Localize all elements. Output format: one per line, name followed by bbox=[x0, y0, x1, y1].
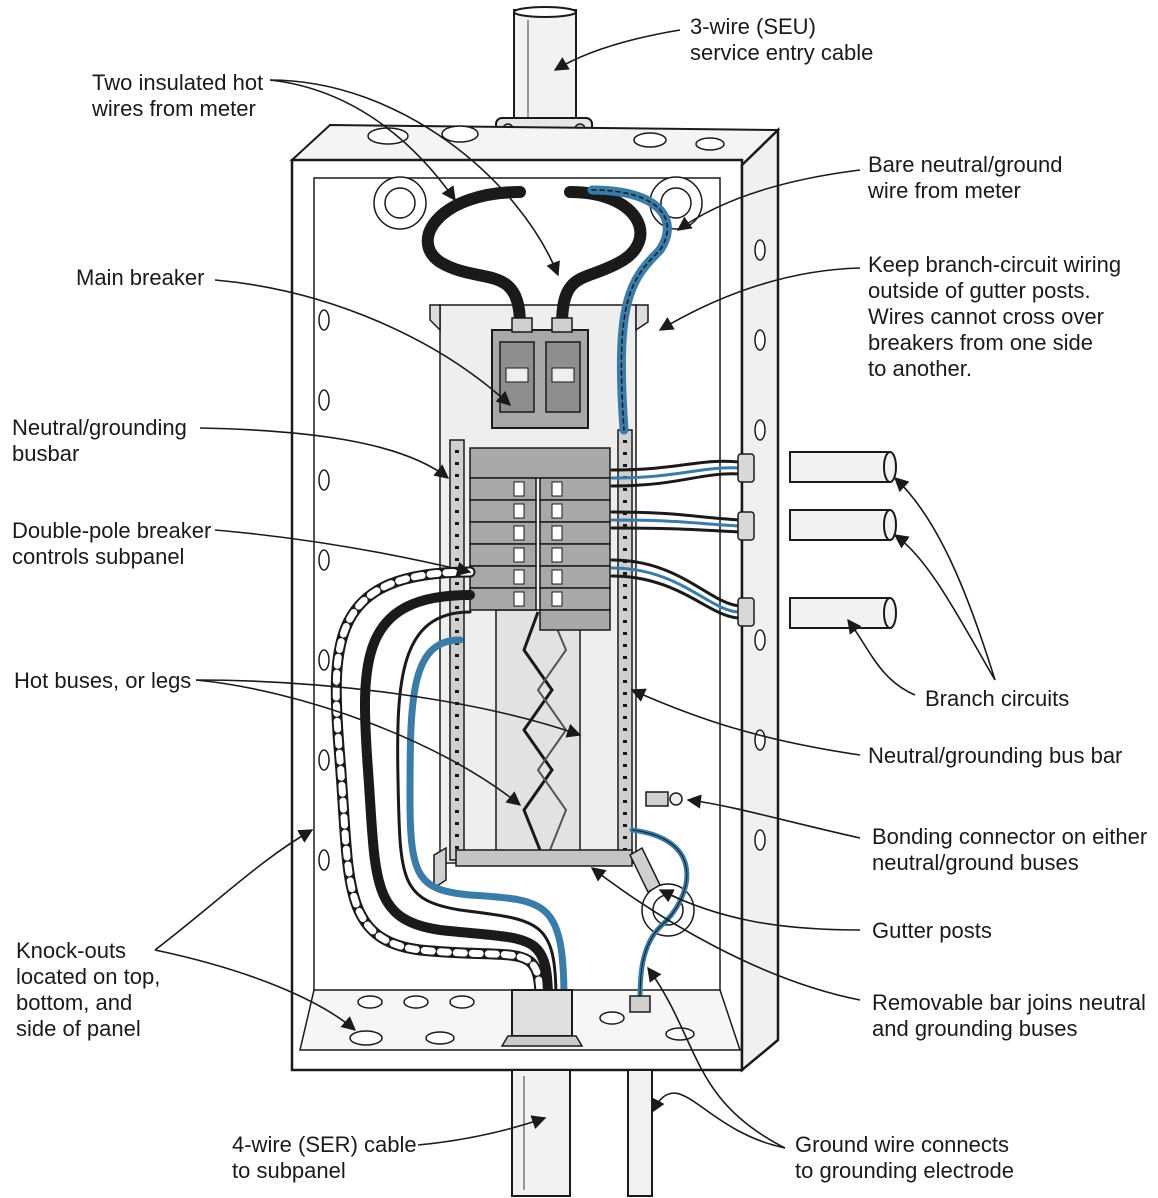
ser-cable-wires bbox=[330, 566, 568, 1006]
gutter-posts bbox=[433, 846, 661, 894]
ser-cable bbox=[511, 1069, 571, 1197]
leader-lines bbox=[154, 29, 996, 1149]
label-branch-circuits: Branch circuits bbox=[925, 686, 1070, 711]
branch-breakers bbox=[469, 447, 611, 631]
ground-wire-conduit bbox=[627, 995, 653, 1197]
removable-bar bbox=[455, 849, 633, 867]
hot-wires bbox=[421, 186, 647, 331]
cable-connectors bbox=[737, 453, 755, 627]
knockouts bbox=[318, 125, 766, 1046]
bonding-connector bbox=[645, 791, 683, 807]
label-gutter-posts: Gutter posts bbox=[872, 918, 992, 943]
branch-circuit-cables bbox=[789, 451, 897, 629]
breaker-handles bbox=[513, 481, 563, 607]
bare-neutral-wire bbox=[587, 185, 672, 435]
neutral-busbar-left bbox=[449, 439, 465, 861]
label-neutral-bus-bar: Neutral/grounding bus bar bbox=[868, 743, 1123, 768]
label-hot-buses: Hot buses, or legs bbox=[14, 668, 192, 693]
main-breaker bbox=[491, 317, 589, 429]
branch-circuit-wires bbox=[610, 459, 742, 620]
label-main-breaker: Main breaker bbox=[76, 265, 205, 290]
ser-cable-clamp bbox=[500, 989, 584, 1047]
neutral-busbar-right bbox=[617, 429, 633, 861]
label-seu-cable: 3-wire (SEU)service entry cable bbox=[690, 14, 874, 65]
